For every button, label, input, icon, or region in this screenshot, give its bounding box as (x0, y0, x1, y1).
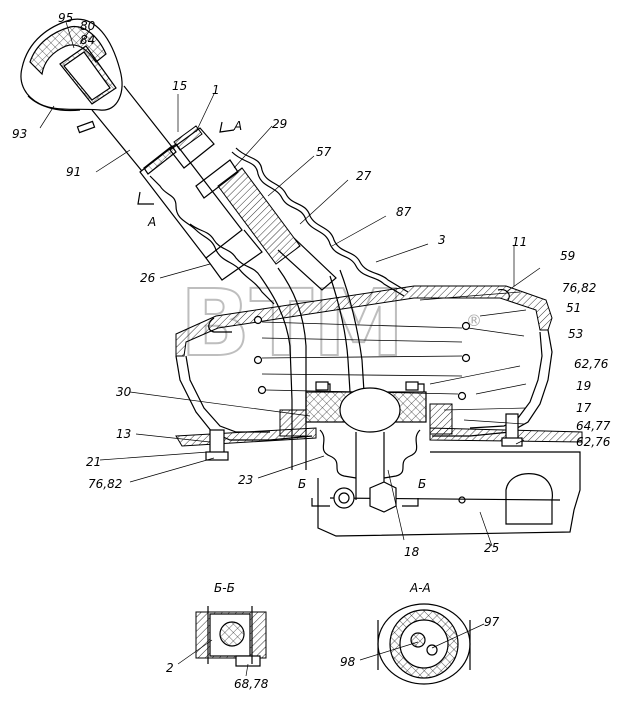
callout-27: 27 (356, 169, 372, 183)
callout-98: 98 (340, 655, 356, 669)
ball-joint (279, 381, 453, 500)
callout-62-76-bottom: 62,76 (576, 435, 611, 449)
callout-3: 3 (438, 233, 446, 247)
lever-shaft (91, 85, 337, 291)
callout-84: 84 (80, 33, 95, 47)
callout-97: 97 (484, 615, 500, 629)
callout-29: 29 (272, 117, 287, 131)
section-bb-view (195, 606, 267, 667)
callout-51: 51 (566, 301, 581, 315)
section-markers (137, 121, 419, 507)
callout-26: 26 (140, 271, 156, 285)
callout-68-78: 68,78 (234, 677, 269, 691)
callout-95: 95 (58, 11, 73, 25)
callout-13: 13 (116, 427, 131, 441)
callout-64-77: 64,77 (576, 419, 611, 433)
callout-57: 57 (316, 145, 332, 159)
callout-labels: 95 80 84 93 15 1 А 29 91 57 А 27 87 3 11… (12, 11, 611, 691)
callout-section-a-bottom: А (147, 215, 156, 229)
callout-section-b-left: Б (298, 477, 306, 491)
callout-section-b-right: Б (418, 477, 426, 491)
callout-62-76-top: 62,76 (574, 357, 609, 371)
section-aa-view (377, 603, 471, 685)
callout-30: 30 (116, 385, 132, 399)
callout-25: 25 (484, 541, 499, 555)
gearbox-cover (317, 451, 581, 537)
leader-lines (39, 21, 541, 677)
section-titles: Б-Б А-А (214, 581, 431, 595)
callout-18: 18 (404, 545, 420, 559)
callout-23: 23 (238, 473, 253, 487)
callout-76-82-bottom: 76,82 (88, 477, 122, 491)
callout-2: 2 (166, 661, 174, 675)
callout-1: 1 (212, 83, 220, 97)
callout-17: 17 (576, 401, 592, 415)
callout-93: 93 (12, 127, 27, 141)
callout-53: 53 (568, 327, 583, 341)
shift-knob (20, 18, 123, 134)
callout-section-a-top: А (233, 119, 242, 133)
rubber-boot (149, 147, 409, 305)
callout-91: 91 (66, 165, 81, 179)
callout-15: 15 (172, 79, 187, 93)
callout-21: 21 (86, 455, 101, 469)
callout-19: 19 (576, 379, 591, 393)
callout-76-82-top: 76,82 (562, 281, 596, 295)
callout-87: 87 (396, 205, 412, 219)
base-plate (175, 413, 583, 461)
callout-80: 80 (80, 19, 96, 33)
callout-59: 59 (560, 249, 575, 263)
callout-11: 11 (512, 235, 527, 249)
section-bb-title: Б-Б (214, 581, 235, 595)
section-aa-title: А-А (409, 581, 431, 595)
spring-coils (253, 315, 471, 401)
